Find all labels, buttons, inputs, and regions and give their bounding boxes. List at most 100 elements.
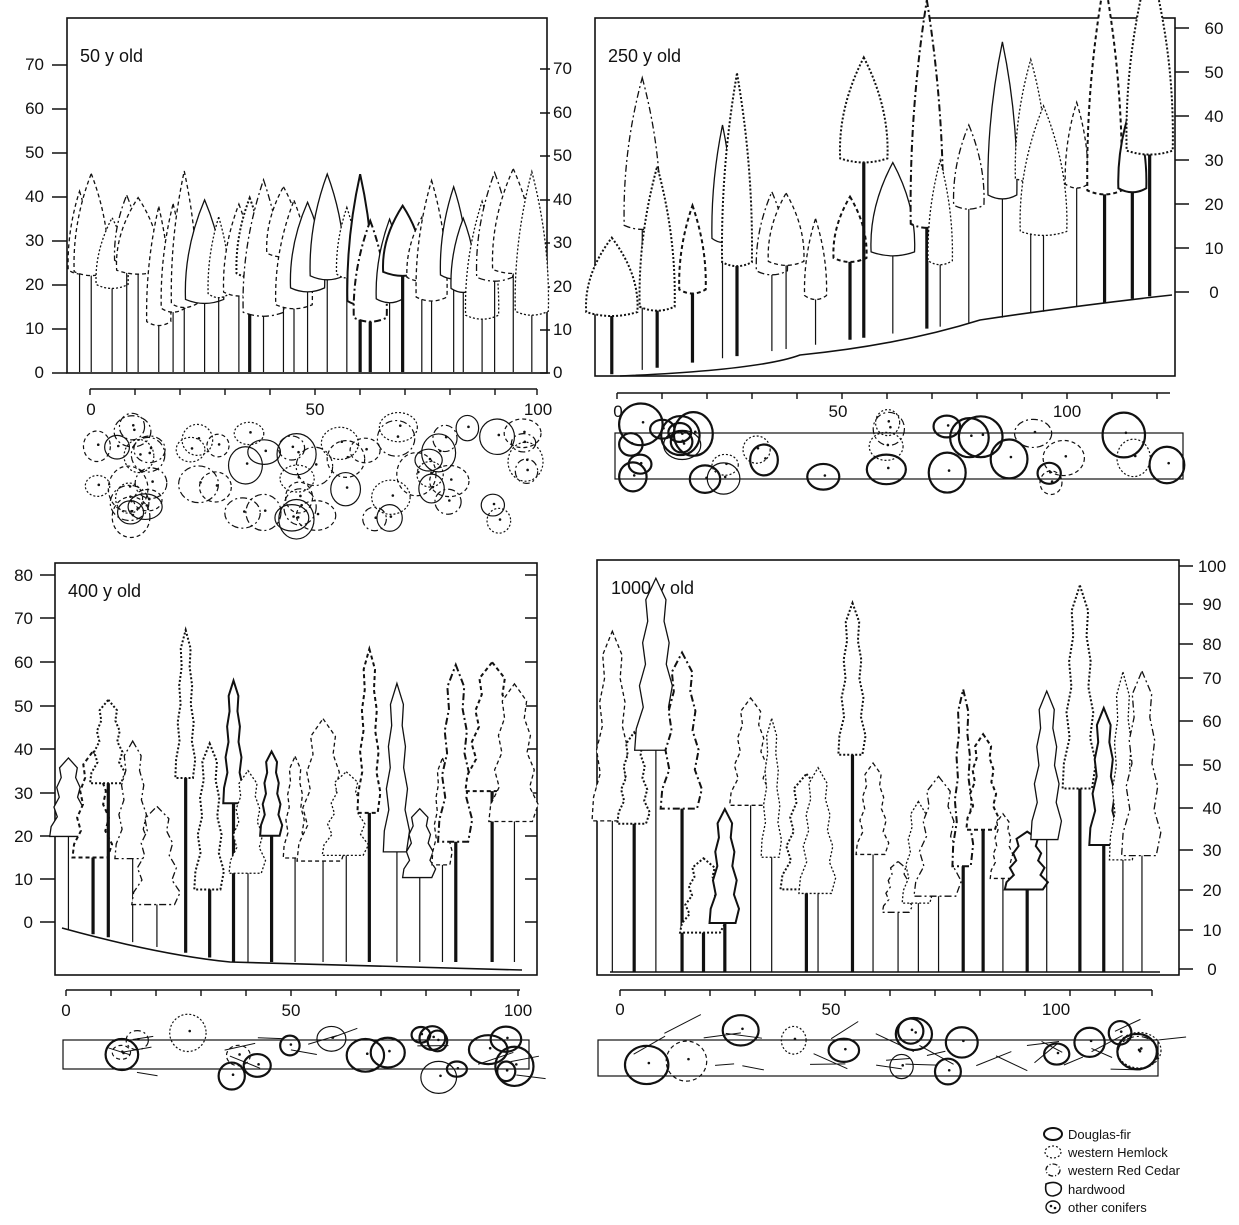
tick-label: 50 <box>14 697 33 716</box>
log-line <box>876 1065 902 1069</box>
tree <box>954 125 985 323</box>
stem-dot <box>146 504 149 507</box>
tick-label: 0 <box>1207 960 1216 979</box>
stem-dot <box>1134 455 1137 458</box>
stem-dot <box>901 1064 904 1067</box>
crown-outline <box>207 434 229 457</box>
tree-crown <box>730 698 770 805</box>
stem-dot <box>457 1067 460 1070</box>
stem-dot <box>191 447 194 450</box>
western-hemlock-icon <box>1045 1146 1061 1158</box>
tree-crown <box>952 689 973 866</box>
stem-dot <box>970 434 973 437</box>
stem-dot <box>911 1029 914 1032</box>
crown-outline <box>347 1039 384 1072</box>
stem-dot <box>1057 1052 1060 1055</box>
tick-label: 100 <box>504 1001 532 1020</box>
tick-label: 100 <box>524 400 552 419</box>
stem-dot <box>526 469 529 472</box>
crown-outline <box>134 436 165 463</box>
tree <box>722 73 752 356</box>
stem-dot <box>757 447 760 450</box>
stem-dot <box>681 432 684 435</box>
stem-dot <box>887 467 890 470</box>
crown-outline <box>377 421 414 457</box>
crown-outline <box>829 1039 860 1062</box>
tree <box>911 0 944 329</box>
tree <box>194 743 224 957</box>
tick-label: 30 <box>1205 151 1224 170</box>
tree-crown <box>586 238 638 316</box>
tick-label: 0 <box>24 913 33 932</box>
tree-crown <box>1126 0 1172 155</box>
tree-profile <box>592 578 1161 972</box>
tick-label: 50 <box>1205 63 1224 82</box>
left-axis: 0 10 20 30 40 50 60 70 80 <box>14 566 55 932</box>
tick-label: 30 <box>1203 841 1222 860</box>
stem-dot <box>450 478 453 481</box>
left-axis: 0 10 20 30 40 50 60 70 <box>25 55 67 382</box>
tree <box>990 814 1014 972</box>
panel-250y: 250 y old 0 10 20 30 40 50 60 0 50 100 <box>586 0 1223 494</box>
stem-dot <box>399 424 402 427</box>
tick-label: 40 <box>14 740 33 759</box>
tree-crown <box>357 649 380 813</box>
log-line <box>1111 1069 1141 1070</box>
stem-dot <box>694 430 697 433</box>
stem-dot <box>374 516 377 519</box>
legend-item: other conifers <box>1046 1200 1147 1215</box>
tick-label: 70 <box>25 55 44 74</box>
crown-map <box>63 1014 546 1093</box>
crown-outline <box>131 437 165 472</box>
stem-dot <box>1139 1050 1142 1053</box>
ground-line <box>620 295 1172 376</box>
tick-label: 90 <box>1203 595 1222 614</box>
crown-outline <box>170 1014 206 1051</box>
stem-dot <box>633 474 636 477</box>
tree <box>175 630 195 953</box>
tick-label: 30 <box>25 231 44 250</box>
stem-dot <box>725 462 728 465</box>
stem-dot <box>448 499 451 502</box>
tick-label: 40 <box>1203 799 1222 818</box>
tick-label: 0 <box>615 1000 624 1019</box>
stem-dot <box>1140 1047 1143 1050</box>
stem-dot <box>232 1073 235 1076</box>
tick-label: 50 <box>306 400 325 419</box>
tree-crown <box>804 219 826 300</box>
crown-outline <box>433 425 457 451</box>
crown-outline <box>946 1027 978 1057</box>
stem-dot <box>315 463 318 466</box>
stem-dot <box>1010 456 1013 459</box>
legend-item: western Red Cedar <box>1046 1163 1181 1178</box>
tree <box>988 42 1017 318</box>
stem-dot <box>506 1069 509 1072</box>
stem-dot <box>264 450 267 453</box>
stem-dot <box>947 424 950 427</box>
crown-outline <box>869 432 903 460</box>
tick-label: 10 <box>1205 239 1224 258</box>
tree-profile <box>50 630 538 970</box>
tree <box>833 197 866 340</box>
stem-dot <box>844 1048 847 1051</box>
tree <box>761 719 781 972</box>
crown-outline <box>105 435 130 459</box>
tick-label: 20 <box>1203 881 1222 900</box>
crown-outline <box>666 1041 707 1081</box>
log-line <box>137 1072 158 1075</box>
stem-dot <box>1090 1040 1093 1043</box>
legend-label: other conifers <box>1068 1200 1147 1215</box>
stem-dot <box>299 495 302 498</box>
stem-dot <box>1051 480 1054 483</box>
stem-dot <box>499 518 502 521</box>
tick-label: 20 <box>14 827 33 846</box>
panel-400y: 400 y old 0 10 20 30 40 50 60 70 80 0 50… <box>14 563 546 1093</box>
tree <box>357 649 380 962</box>
stem-dot <box>139 453 142 456</box>
crown-outline <box>279 436 305 460</box>
panel-1000y: 1000 y old 0 10 20 30 40 50 60 70 80 90 … <box>592 557 1226 1084</box>
tree <box>383 683 409 962</box>
tick-label: 70 <box>1203 669 1222 688</box>
crown-outline <box>234 422 264 444</box>
stem-dot <box>681 439 684 442</box>
